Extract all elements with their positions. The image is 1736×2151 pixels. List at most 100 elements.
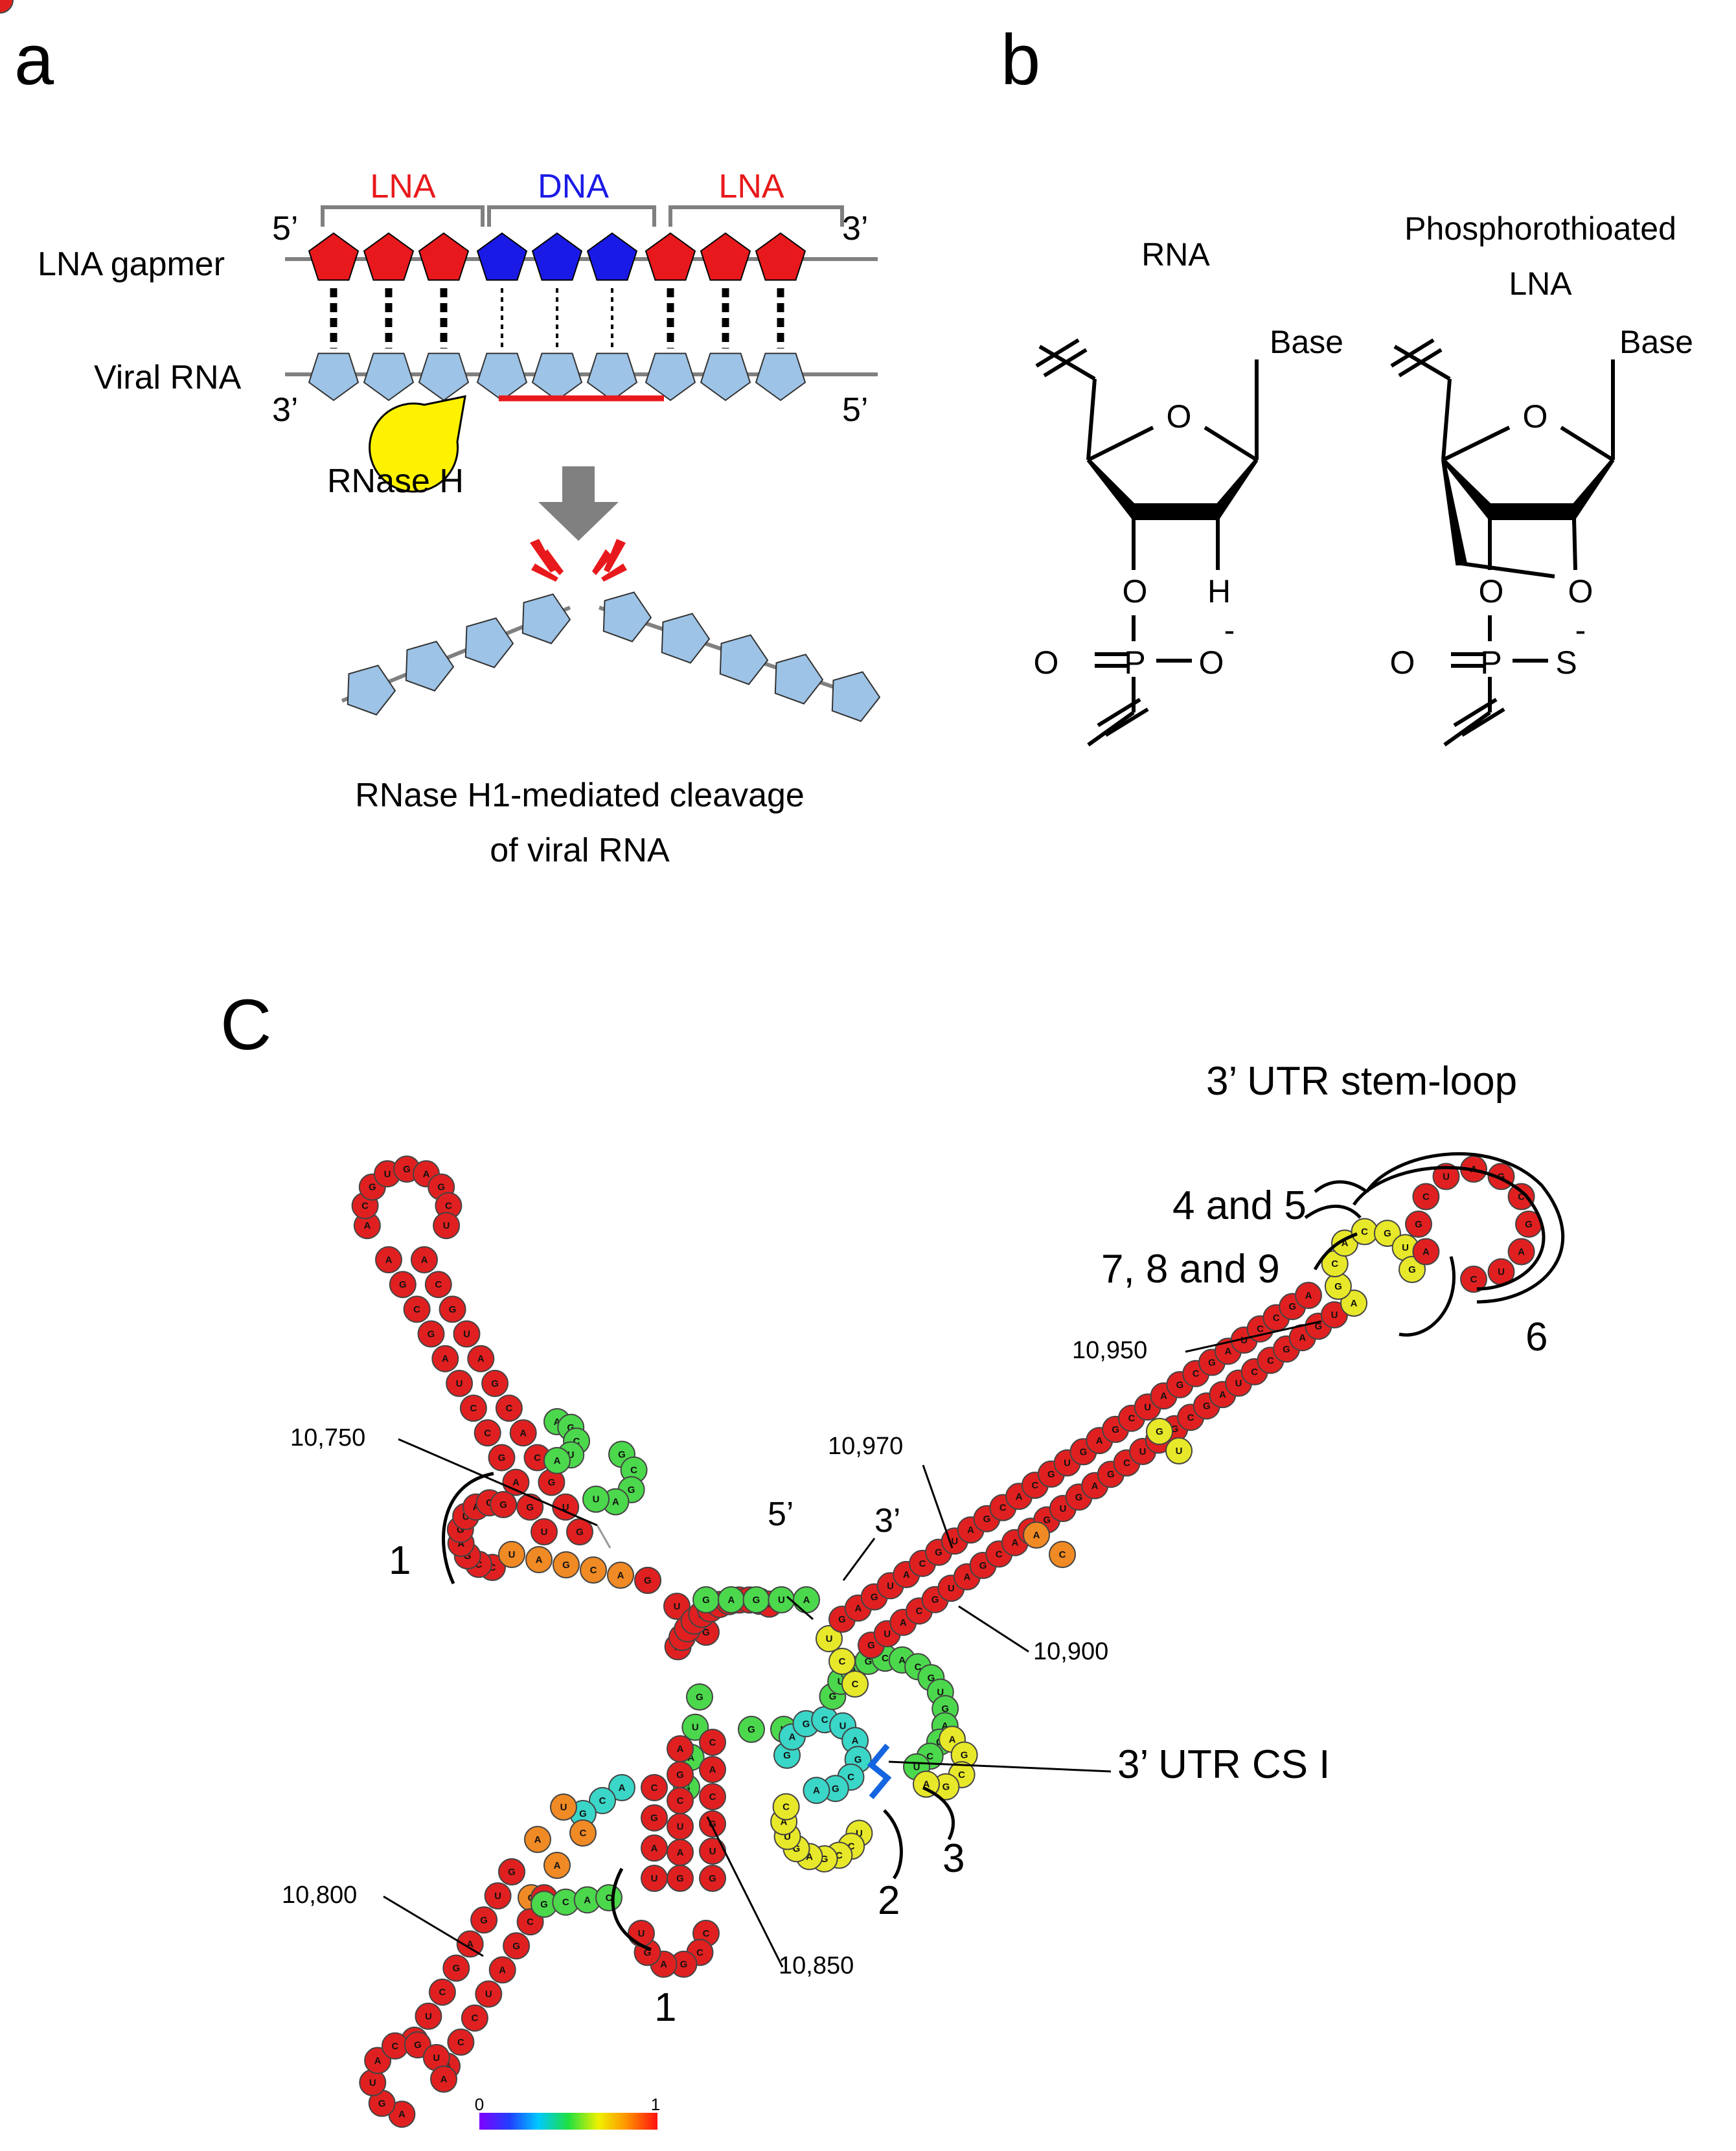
nucleotide-letter: G — [1047, 1469, 1055, 1480]
caption-line-1: RNase H1-mediated cleavage — [355, 777, 805, 814]
nucleotide-letter: A — [619, 1782, 626, 1793]
nucleotide-letter: G — [1080, 1446, 1088, 1457]
nucleotide — [433, 1212, 461, 1240]
segment-lna-left: LNA — [370, 168, 435, 205]
panel-a: a LNA DNA LNA 5’ 3’ LNA gapmer Viral RNA… — [14, 20, 881, 869]
nucleotide-letter: A — [442, 1354, 449, 1365]
nucleotide-letter: C — [439, 1987, 446, 1998]
rna-nucleotide — [586, 352, 638, 402]
viral-rna-nucleotides — [308, 352, 806, 402]
nucleotide-letter: A — [1351, 1298, 1358, 1309]
lna-o3: O — [1479, 573, 1504, 609]
nucleotide-letter: G — [499, 1499, 507, 1510]
nucleotide-letter: G — [748, 1724, 755, 1735]
nucleotide — [553, 1551, 580, 1578]
panel-b: b RNA Phosphorothioated LNA — [1001, 20, 1693, 747]
nucleotide-letter: G — [452, 1963, 460, 1974]
nucleotide-letter: A — [512, 1477, 520, 1488]
nucleotide-letter: G — [821, 1854, 828, 1865]
down-arrow-icon — [538, 466, 619, 541]
nucleotide-letter: C — [573, 1436, 580, 1447]
nucleotide — [495, 1394, 523, 1422]
nucleotide-letter: C — [489, 1562, 496, 1573]
nucleotide-letter: U — [1059, 1503, 1066, 1514]
nucleotide — [475, 1980, 503, 2008]
nucleotide-letter: A — [677, 1847, 684, 1858]
nucleotide — [566, 1518, 593, 1545]
nucleotide — [803, 1777, 830, 1804]
nucleotide — [1507, 1238, 1535, 1266]
nucleotide-letter: G — [576, 1527, 584, 1538]
nucleotide-letter: C — [1251, 1367, 1258, 1378]
nucleotide-letter: A — [660, 1959, 667, 1970]
segment-lna-right: LNA — [718, 168, 784, 205]
nucleotide-letter: C — [996, 1549, 1003, 1560]
rna-o-double: O — [1034, 644, 1059, 681]
nucleotide-letter: G — [1043, 1515, 1051, 1526]
gapmer-5-prime: 5’ — [272, 210, 298, 247]
nucleotide-letter: G — [480, 1915, 488, 1926]
nucleotide-letter: U — [1402, 1242, 1409, 1253]
nucleotide-letter: C — [999, 1503, 1007, 1514]
nucleotide-letter: C — [696, 1947, 703, 1958]
nucleotide-letter: U — [887, 1580, 894, 1591]
nucleotide-letter: G — [1498, 1171, 1505, 1182]
lna-nucleotide — [700, 232, 751, 281]
nucleotide — [699, 1865, 726, 1892]
nucleotide-letter: U — [1235, 1378, 1242, 1389]
nucleotide-letter: U — [369, 2078, 376, 2089]
nucleotide — [0, 0, 14, 14]
nucleotide-letter: C — [839, 1656, 846, 1667]
nucleotide-letter: C — [580, 1828, 587, 1839]
nucleotide-letter: A — [1299, 1332, 1306, 1343]
cleavage-spark-icon — [530, 539, 627, 582]
nucleotide-letter: U — [838, 1676, 845, 1687]
nucleotide-letter: G — [650, 1813, 658, 1824]
scale-min: 0 — [475, 2095, 484, 2114]
nucleotide — [550, 1793, 577, 1821]
nucleotide-letter: G — [512, 1940, 520, 1952]
nucleotide-letter: C — [1361, 1227, 1368, 1238]
rna-o3: O — [1123, 573, 1148, 609]
nucleotide — [470, 1906, 498, 1934]
position-10750: 10,750 — [290, 1424, 365, 1451]
nucleotide-letter: C — [848, 1841, 855, 1852]
nucleotide — [699, 1729, 726, 1756]
nucleotide-letter: A — [1033, 1530, 1040, 1541]
base-pairs — [330, 288, 784, 348]
nucleotide-letter: U — [1498, 1267, 1505, 1278]
nucleotide-letter: U — [1144, 1402, 1151, 1413]
nucleotide — [641, 1834, 668, 1862]
nucleotide-letter: U — [1176, 1446, 1183, 1457]
nucleotide-letter: C — [919, 1558, 926, 1569]
nucleotide-letter: G — [961, 1750, 968, 1761]
nucleotide-letter: A — [1091, 1481, 1099, 1492]
nucleotide-letter: G — [428, 1329, 435, 1340]
gapmer-3-prime: 3’ — [842, 210, 868, 247]
nucleotide-letter: U — [485, 1989, 492, 2000]
nucleotide-letter: C — [1128, 1413, 1135, 1424]
panel-label-a: a — [14, 20, 54, 100]
nucleotide — [453, 1320, 481, 1348]
nucleotide-letter: U — [1139, 1446, 1147, 1457]
lna-nucleotide — [363, 232, 415, 281]
nucleotide — [607, 1562, 634, 1589]
cleaved-fragments — [347, 591, 881, 722]
nucleotide-letter: G — [838, 1614, 846, 1625]
nucleotide — [841, 1670, 869, 1698]
target-3: 3 — [942, 1836, 965, 1881]
nucleotide-letter: A — [803, 1595, 810, 1606]
nucleotide-letter: A — [1518, 1247, 1525, 1258]
nucleotide-letter: U — [826, 1633, 833, 1645]
nucleotide-letter: G — [562, 1560, 570, 1571]
lna-nucleotide — [645, 232, 696, 281]
nucleotide — [634, 1567, 661, 1594]
nucleotide-letter: G — [540, 1899, 548, 1910]
nucleotide-letter: A — [473, 1502, 480, 1513]
rna-o-minus: O — [1199, 644, 1224, 681]
nucleotide-letter: G — [702, 1627, 710, 1638]
nucleotide — [474, 1419, 501, 1447]
cs1-marker — [867, 1744, 892, 1799]
nucleotide-letter: C — [1518, 1192, 1525, 1203]
nucleotide-letter: A — [1160, 1391, 1167, 1402]
